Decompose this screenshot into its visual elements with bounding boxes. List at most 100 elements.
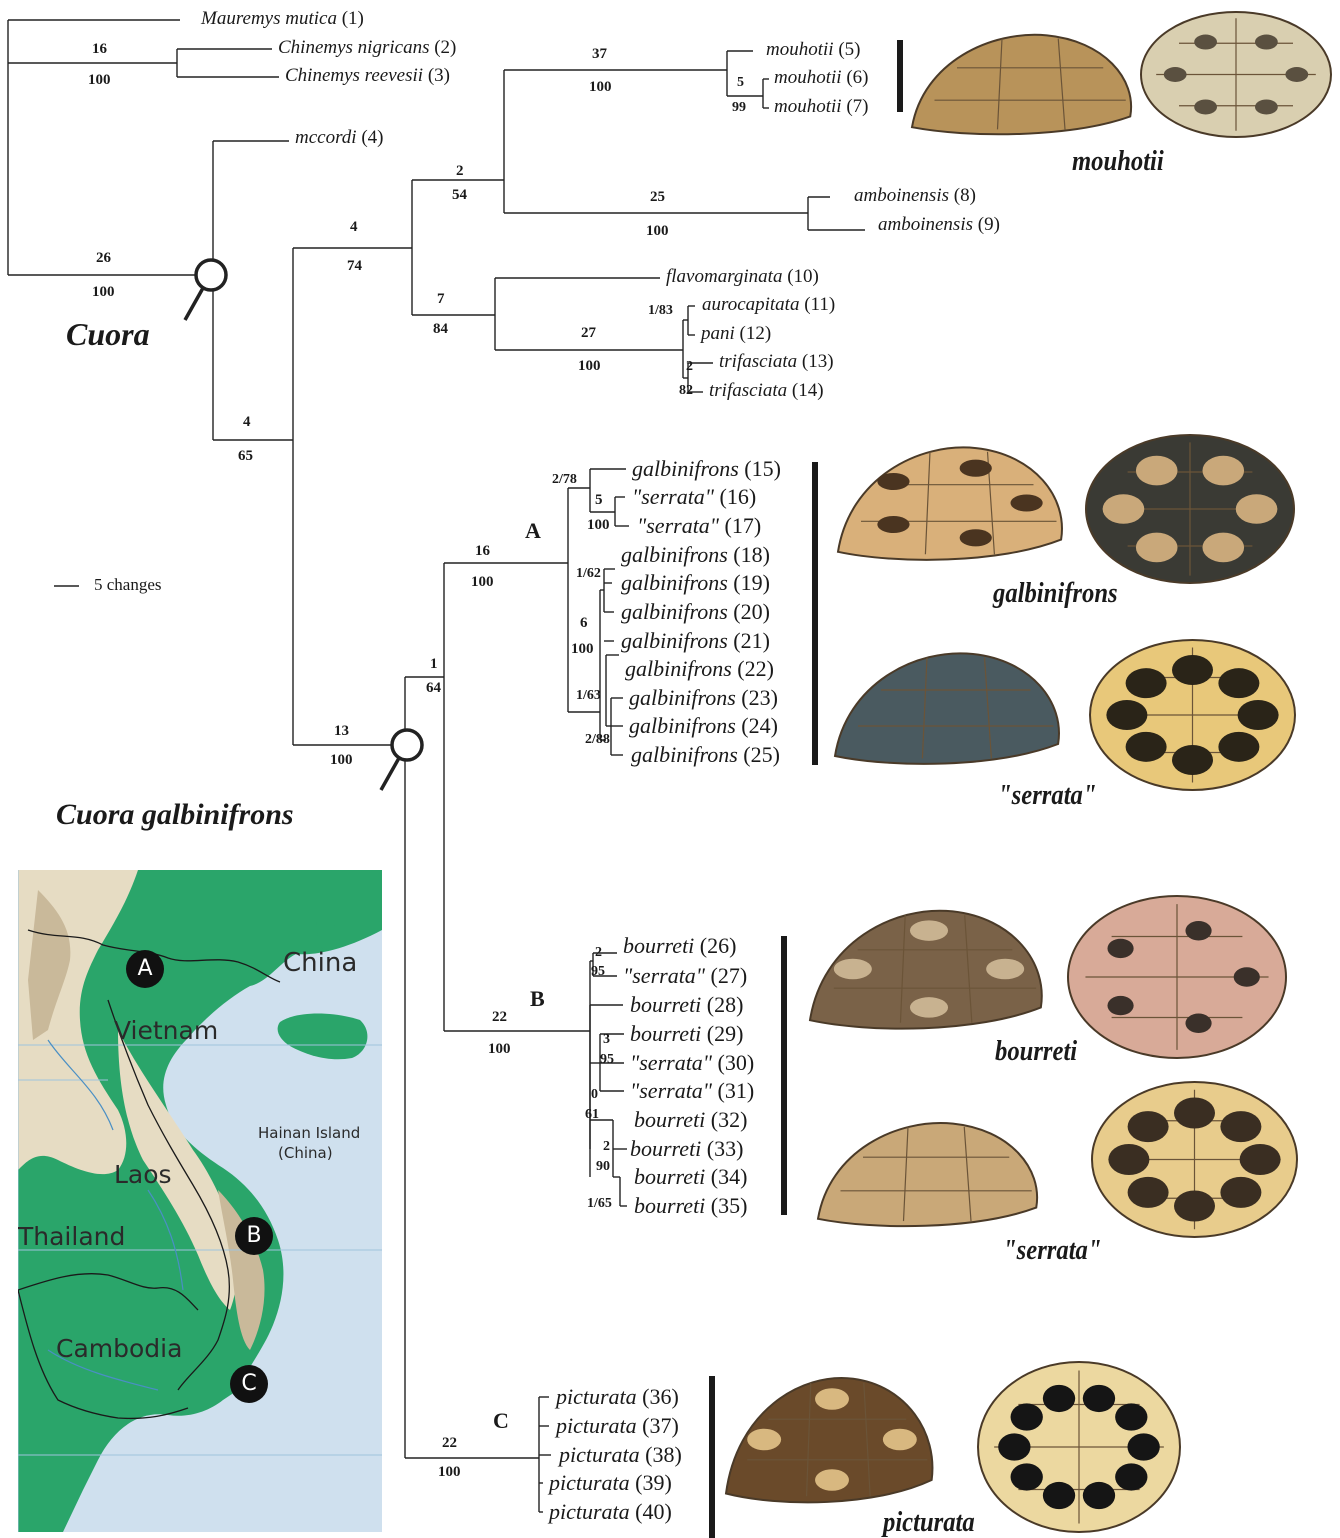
taxon-number: (26) (700, 933, 737, 958)
clade-bar (709, 1376, 715, 1538)
taxon-name: amboinensis (878, 214, 978, 235)
support-bootstrap: 84 (433, 322, 448, 337)
taxon-name: picturata (549, 1499, 635, 1524)
support-changes: 4 (350, 220, 358, 235)
taxon-name: "serrata" (630, 1050, 718, 1075)
clade-letter-a: A (525, 520, 541, 542)
map-label-country: Laos (114, 1160, 172, 1189)
support-changes: 3 (603, 1033, 610, 1047)
taxon-label: picturata (36) (556, 1386, 679, 1408)
clade-bar (897, 40, 903, 112)
support-changes: 2 (456, 164, 464, 179)
taxon-number: (21) (733, 628, 770, 653)
support-bootstrap: 65 (238, 449, 253, 464)
map-marker-c: C (230, 1365, 268, 1403)
support-bootstrap: 90 (596, 1160, 610, 1174)
taxon-name: galbinifrons (631, 742, 743, 767)
support-bootstrap: 100 (571, 642, 594, 657)
taxon-label: picturata (40) (549, 1501, 672, 1523)
taxon-name: aurocapitata (702, 294, 804, 315)
taxon-number: (5) (838, 39, 860, 60)
taxon-number: (33) (707, 1136, 744, 1161)
plastron-photo (1092, 1082, 1297, 1237)
taxon-name: picturata (559, 1442, 645, 1467)
taxon-name: trifasciata (719, 351, 802, 372)
taxon-number: (16) (720, 484, 757, 509)
support-changes: 2 (686, 360, 693, 374)
support-changes: 37 (592, 47, 607, 62)
taxon-label: "serrata" (17) (637, 515, 761, 537)
taxon-label: mouhotii (6) (774, 68, 868, 87)
taxon-label: pani (12) (701, 324, 771, 343)
support-changes: 22 (442, 1436, 457, 1451)
node-marker (196, 260, 226, 290)
plastron-photo (1090, 640, 1295, 790)
map-label-country: Vietnam (114, 1016, 218, 1045)
support-changes: 2 (603, 1140, 610, 1154)
taxon-label: amboinensis (8) (854, 186, 976, 205)
taxon-label: trifasciata (14) (709, 381, 824, 400)
distribution-map: China Vietnam Laos Thailand Cambodia Hai… (18, 870, 382, 1532)
taxon-number: (22) (737, 656, 774, 681)
taxon-label: picturata (39) (549, 1472, 672, 1494)
taxon-label: bourreti (33) (630, 1138, 743, 1160)
taxon-name: "serrata" (623, 963, 711, 988)
taxon-number: (23) (741, 685, 778, 710)
taxon-name: galbinifrons (632, 456, 744, 481)
taxon-name: picturata (549, 1470, 635, 1495)
taxon-number: (30) (718, 1050, 755, 1075)
support-changes: 5 (595, 493, 603, 508)
taxon-label: galbinifrons (20) (621, 601, 770, 623)
support-changes: 1 (430, 657, 438, 672)
taxon-number: (6) (846, 67, 868, 88)
taxon-label: mouhotii (5) (766, 40, 860, 59)
taxon-label: bourreti (28) (630, 994, 743, 1016)
clade-letter-b: B (530, 988, 545, 1010)
support-changes: 26 (96, 251, 111, 266)
taxon-number: (27) (711, 963, 748, 988)
support-bootstrap: 61 (585, 1108, 599, 1122)
taxon-name: bourreti (630, 1136, 707, 1161)
taxon-number: (10) (787, 266, 819, 287)
map-label-country: Cambodia (56, 1334, 182, 1363)
map-label-country: Thailand (18, 1222, 125, 1251)
taxon-number: (3) (428, 65, 450, 86)
taxon-name: pani (701, 323, 740, 344)
support-changes: 5 (737, 76, 744, 90)
support-label: 1/62 (576, 567, 601, 581)
taxon-label: galbinifrons (15) (632, 458, 781, 480)
taxon-name: flavomarginata (666, 266, 787, 287)
map-label-island: Hainan Island (258, 1124, 360, 1142)
support-bootstrap: 100 (92, 285, 115, 300)
group-label-cuora-galbinifrons: Cuora galbinifrons (56, 800, 294, 830)
taxon-label: galbinifrons (22) (625, 658, 774, 680)
taxon-label: "serrata" (31) (630, 1080, 754, 1102)
support-label: 1/83 (648, 304, 673, 318)
taxon-label: aurocapitata (11) (702, 295, 835, 314)
taxon-number: (28) (707, 992, 744, 1017)
support-bootstrap: 100 (587, 518, 610, 533)
support-changes: 7 (437, 292, 445, 307)
taxon-name: picturata (556, 1384, 642, 1409)
taxon-name: bourreti (634, 1193, 711, 1218)
support-bootstrap: 64 (426, 681, 441, 696)
support-bootstrap: 100 (471, 575, 494, 590)
shell-label-serrata: "serrata" (998, 782, 1097, 810)
taxon-label: "serrata" (30) (630, 1052, 754, 1074)
taxon-number: (15) (744, 456, 781, 481)
support-bootstrap: 100 (646, 224, 669, 239)
taxon-label: Chinemys reevesii (3) (285, 66, 450, 85)
support-changes: 25 (650, 190, 665, 205)
support-bootstrap: 100 (330, 753, 353, 768)
node-marker (392, 730, 422, 760)
taxon-label: galbinifrons (25) (631, 744, 780, 766)
taxon-name: galbinifrons (621, 599, 733, 624)
taxon-label: trifasciata (13) (719, 352, 834, 371)
taxon-name: "serrata" (637, 513, 725, 538)
support-bootstrap: 99 (732, 101, 746, 115)
taxon-number: (20) (733, 599, 770, 624)
plastron-photo (1141, 12, 1331, 137)
taxon-label: bourreti (34) (634, 1166, 747, 1188)
support-bootstrap: 100 (438, 1465, 461, 1480)
clade-bar (812, 462, 818, 765)
